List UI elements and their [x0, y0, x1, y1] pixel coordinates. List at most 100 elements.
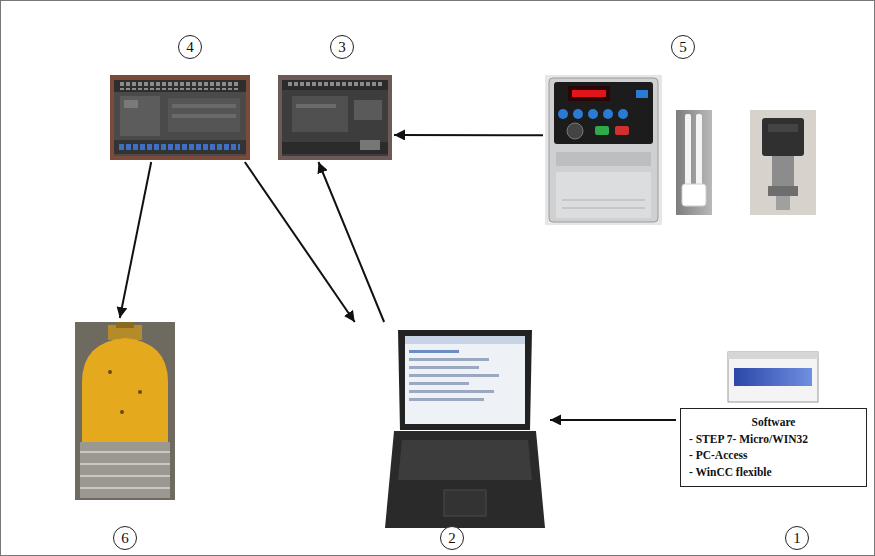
laptop-photo-part — [385, 431, 545, 528]
laptop-photo-part — [444, 490, 486, 516]
expansion-module-photo-part — [360, 140, 380, 150]
drive-photo-part — [562, 208, 645, 209]
laptop-photo-part — [398, 330, 532, 430]
drive-photo — [545, 75, 662, 225]
software-screen-icon-part — [728, 352, 818, 359]
laptop-photo-part — [409, 382, 469, 385]
gas-cylinder-photo-part — [138, 390, 142, 394]
gas-cylinder-photo-part — [120, 410, 124, 414]
flow-arrow — [318, 162, 384, 322]
component-group: 6 — [73, 318, 177, 552]
gas-cylinder-photo — [75, 322, 175, 500]
plc-photo-part — [114, 140, 246, 154]
gas-cylinder-photo-part — [80, 451, 170, 453]
pressure-sensor-photo-part — [750, 110, 816, 215]
expansion-module-photo-part — [278, 75, 392, 160]
expansion-module-photo-part — [292, 96, 348, 132]
plc-photo-part — [118, 144, 240, 152]
level-probe-photo-part — [682, 184, 706, 206]
plc-photo-part — [114, 80, 246, 92]
flow-arrow — [394, 134, 543, 136]
number-circle: 4 — [178, 35, 202, 59]
software-screen-icon-part — [728, 352, 818, 402]
pressure-sensor-photo-part — [762, 118, 804, 156]
plc-photo — [110, 75, 250, 160]
gas-cylinder-photo-part — [80, 487, 170, 489]
gas-cylinder-photo-part — [116, 322, 134, 328]
drive-photo-part — [556, 172, 651, 218]
callout-number: 4 — [186, 40, 194, 55]
drive-photo-part — [545, 75, 662, 225]
laptop-photo-part — [409, 374, 499, 377]
level-probe-photo-part — [676, 110, 712, 215]
software-box: Software- STEP 7- Micro/WIN32- PC-Access… — [680, 408, 867, 487]
flow-arrow — [120, 162, 151, 318]
expansion-module-photo-part — [282, 80, 388, 90]
box-heading: Software — [689, 414, 858, 431]
level-probe-photo — [676, 110, 712, 215]
gas-cylinder-photo-part — [82, 338, 168, 442]
drive-photo-part — [615, 126, 629, 135]
drive-photo-part — [595, 126, 609, 135]
drive-photo-part — [562, 200, 645, 201]
expansion-module-photo-part — [286, 82, 382, 88]
component-group: 5 — [543, 32, 818, 227]
drive-photo-part — [636, 90, 648, 98]
drive-photo-part — [618, 109, 628, 119]
level-probe-photo-part — [685, 114, 691, 186]
level-probe-photo-part — [696, 114, 702, 186]
pressure-sensor-photo-part — [776, 196, 790, 210]
gas-cylinder-photo-part — [80, 442, 170, 498]
gas-cylinder-photo-part — [75, 322, 175, 500]
drive-photo-part — [573, 109, 583, 119]
component-group: 3 — [276, 32, 394, 162]
software-screen-icon-part — [734, 368, 812, 386]
drive-photo-part — [554, 82, 653, 144]
laptop-photo-part — [409, 390, 494, 393]
gas-cylinder-photo-part — [80, 475, 170, 477]
software-screen-icon — [728, 352, 818, 402]
flow-arrow — [245, 162, 355, 322]
pressure-sensor-photo — [750, 110, 816, 215]
component-group: 1 Software- STEP 7- Micro/WIN32- PC-Acces… — [676, 348, 869, 552]
list-item: - STEP 7- Micro/WIN32 — [689, 431, 858, 448]
callout-number: 6 — [121, 531, 129, 546]
pressure-sensor-photo-part — [768, 186, 798, 196]
plc-photo-part — [114, 80, 246, 156]
list-item: - PC-Access — [689, 447, 858, 464]
drive-photo-part — [588, 109, 598, 119]
plc-photo-part — [118, 82, 240, 90]
expansion-module-photo-part — [354, 100, 382, 120]
drive-photo-part — [603, 109, 613, 119]
drive-photo-part — [567, 123, 583, 139]
expansion-module-photo-part — [282, 80, 388, 156]
drive-photo-part — [549, 78, 658, 222]
number-circle: 1 — [785, 526, 809, 550]
callout-number: 2 — [448, 531, 456, 546]
pressure-sensor-photo-part — [768, 124, 798, 132]
drive-photo-part — [558, 109, 568, 119]
expansion-module-photo-part — [296, 104, 336, 108]
number-circle: 3 — [330, 35, 354, 59]
plc-photo-part — [168, 98, 240, 132]
callout-number: 5 — [679, 40, 687, 55]
number-circle: 5 — [671, 35, 695, 59]
plc-photo-part — [172, 104, 236, 108]
drive-photo-part — [572, 90, 606, 97]
drive-photo-part — [568, 86, 610, 101]
expansion-module-photo — [278, 75, 392, 160]
drive-photo-part — [556, 152, 651, 166]
laptop-photo-part — [405, 336, 525, 424]
laptop-photo-part — [409, 358, 489, 361]
plc-photo-part — [172, 114, 236, 118]
callout-number: 1 — [793, 531, 801, 546]
laptop-photo-part — [398, 440, 532, 480]
plc-photo-part — [120, 96, 160, 136]
gas-cylinder-photo-part — [108, 370, 112, 374]
pressure-sensor-photo-part — [772, 156, 794, 186]
component-group: 2 — [340, 322, 550, 552]
callout-number: 3 — [338, 40, 346, 55]
number-circle: 2 — [440, 526, 464, 550]
